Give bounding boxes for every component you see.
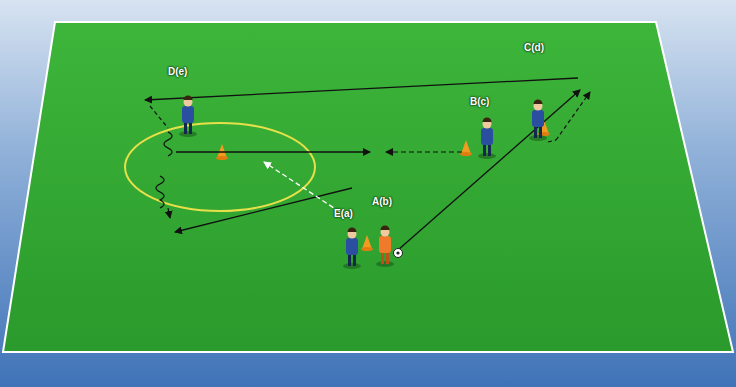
- player-label: B(c): [470, 96, 489, 107]
- player-label: D(e): [168, 66, 187, 77]
- player-label: E(a): [334, 208, 353, 219]
- player-label: A(b): [372, 196, 392, 207]
- player-label: C(d): [524, 42, 544, 53]
